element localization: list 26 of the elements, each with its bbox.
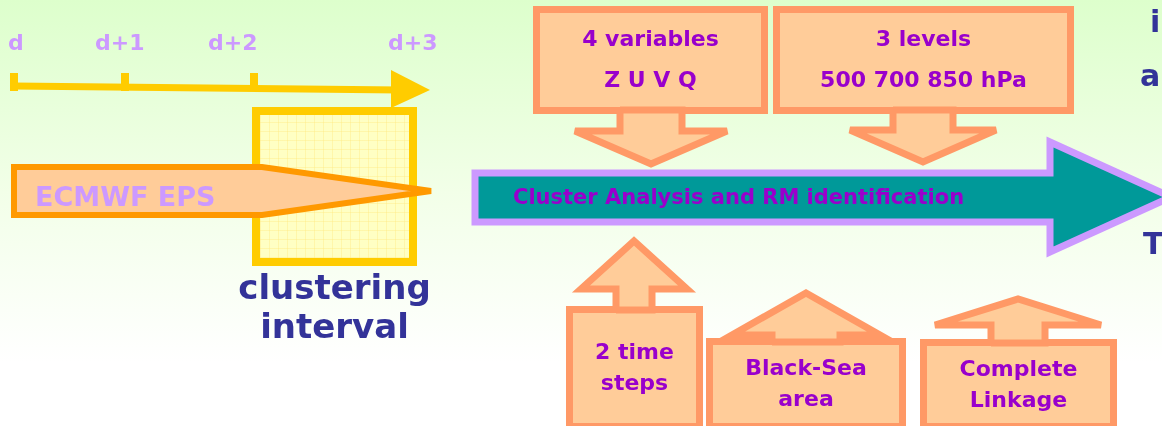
callout-text: 2 time steps xyxy=(594,338,675,397)
block-arrow xyxy=(718,288,894,346)
arrow-label: ECMWF EPS xyxy=(35,182,216,210)
tick-label: d+3 xyxy=(388,30,438,55)
callout-box xyxy=(773,6,1074,114)
arrow-label: Cluster Analysis and RM identification xyxy=(513,186,965,208)
callout-box xyxy=(706,338,906,426)
callout-text: Z U V Q xyxy=(603,66,698,95)
block-arrow xyxy=(571,236,697,314)
callout-text: 3 levels xyxy=(874,24,973,53)
tick-label: d+2 xyxy=(208,30,258,55)
callout-box xyxy=(533,6,768,114)
tick-label: d xyxy=(8,30,24,55)
tick-label: d+1 xyxy=(95,30,145,55)
block-arrow xyxy=(931,295,1105,347)
block-arrow xyxy=(846,106,1000,166)
box-caption: clustering interval xyxy=(237,268,432,347)
callout-text: 500 700 850 hPa xyxy=(819,66,1028,95)
callout-text: 4 variables xyxy=(581,24,720,53)
callout-text: Complete Linkage xyxy=(958,354,1079,414)
cut-off-text: i xyxy=(1150,4,1161,39)
callout-box xyxy=(920,339,1117,426)
block-arrow xyxy=(571,106,731,168)
cut-off-text: a xyxy=(1140,58,1161,93)
callout-box xyxy=(566,306,703,426)
callout-text: Black-Sea area xyxy=(744,354,868,413)
